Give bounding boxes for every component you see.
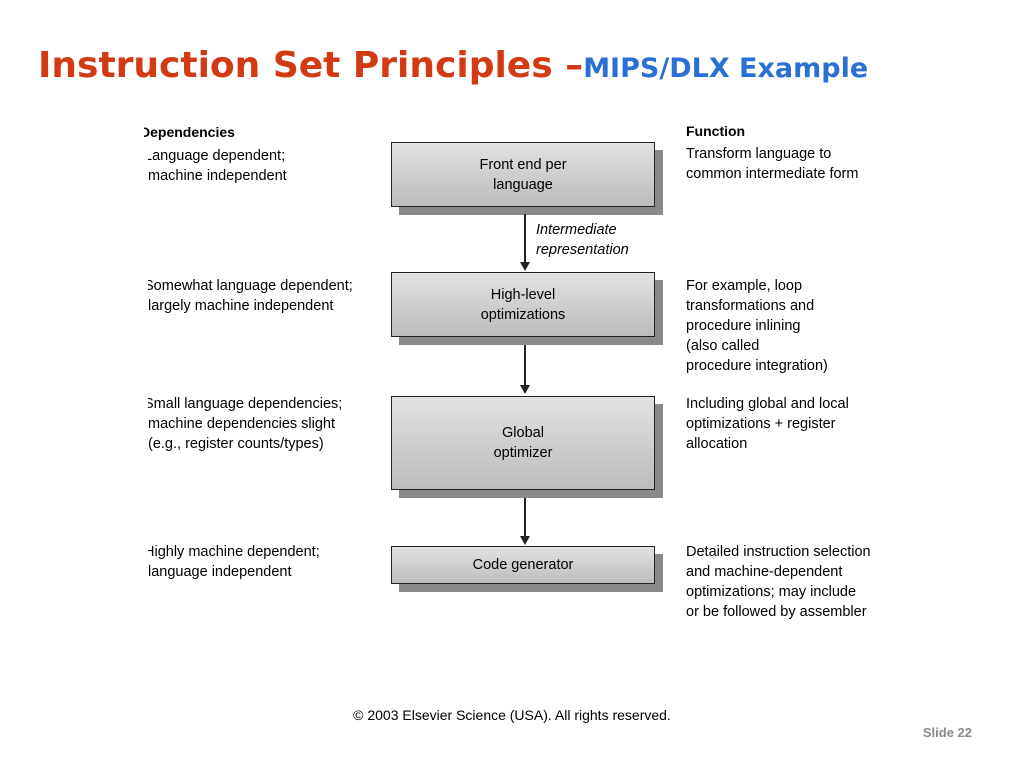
stage-3-dependency: Small language dependencies; machine dep…: [148, 396, 343, 452]
stage-4-dependency: Highly machine dependent; language indep…: [148, 544, 320, 580]
stage-2-dependency: Somewhat language dependent; largely mac…: [148, 278, 353, 314]
stage-3-box: Global optimizer: [391, 396, 655, 490]
stage-1-dependency: Language dependent; machine independent: [148, 148, 287, 184]
copyright-notice: © 2003 Elsevier Science (USA). All right…: [353, 707, 671, 723]
slide-title: Instruction Set Principles –MIPS/DLX Exa…: [38, 48, 868, 84]
stage-2-box: High-level optimizations: [391, 272, 655, 337]
slide-title-sub: MIPS/DLX Example: [583, 53, 869, 84]
slide-title-main: Instruction Set Principles –: [38, 45, 584, 86]
arrow-3-line: [524, 498, 526, 536]
stage-4-box: Code generator: [391, 546, 655, 584]
stage-4-function: Detailed instruction selection and machi…: [686, 544, 871, 620]
arrow-1-line: [524, 214, 526, 262]
slide-number: Slide 22: [922, 725, 972, 740]
arrow-3-head: [520, 536, 530, 545]
arrow-1-head: [520, 262, 530, 271]
arrow-2-line: [524, 345, 526, 385]
stage-1-box: Front end per language: [391, 142, 655, 207]
stage-2-function: For example, loop transformations and pr…: [686, 278, 828, 374]
stage-3-function: Including global and local optimizations…: [686, 396, 849, 452]
intermediate-representation-label: Intermediate representation: [536, 222, 629, 258]
arrow-2-head: [520, 385, 530, 394]
stage-1-function: Transform language to common intermediat…: [686, 146, 859, 182]
function-header: Function: [686, 123, 746, 139]
dependencies-header-text: Dependencies: [144, 124, 235, 140]
dependencies-header: Dependencies: [144, 124, 284, 140]
